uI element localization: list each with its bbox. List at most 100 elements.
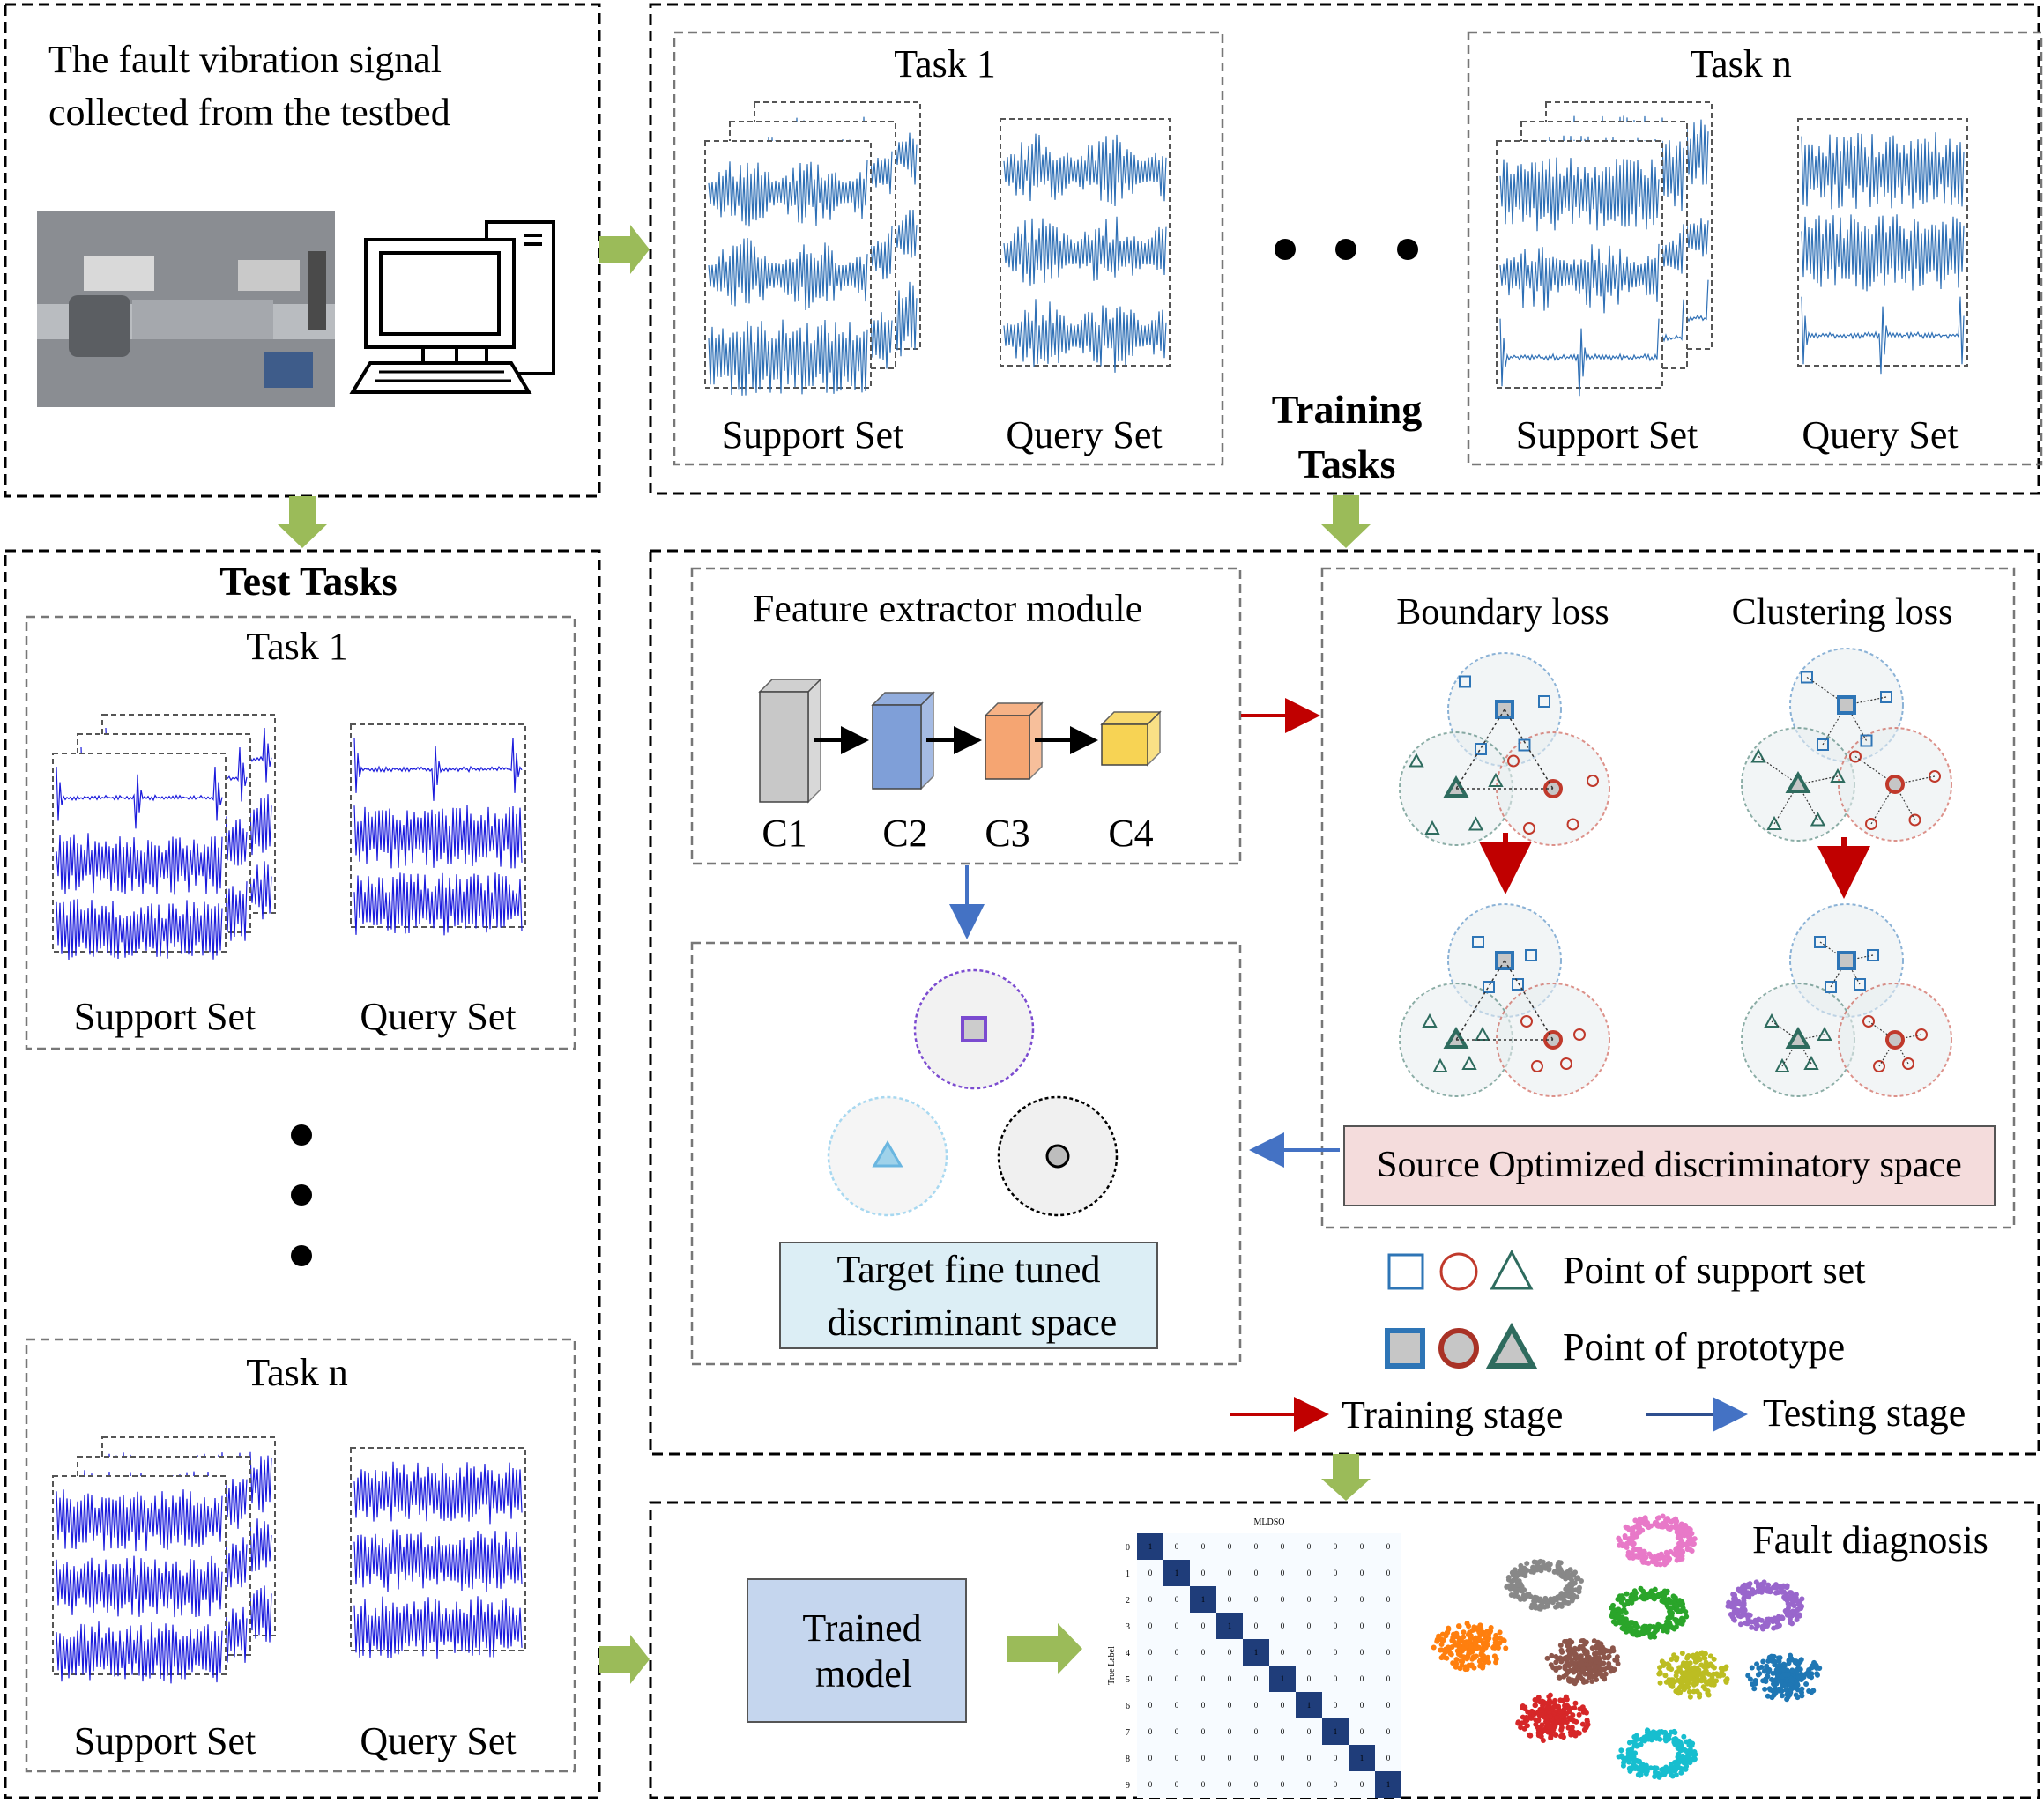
signal-card — [704, 140, 872, 396]
training-tasks-heading-line1: Training — [1272, 387, 1422, 432]
test-task1-box — [25, 615, 576, 1050]
matrix-value: 0 — [1360, 1727, 1364, 1736]
matrix-value: 0 — [1386, 1569, 1391, 1577]
matrix-cell — [1349, 1666, 1375, 1692]
matrix-value: 0 — [1281, 1542, 1285, 1551]
matrix-cell — [1216, 1718, 1243, 1745]
matrix-row-tick: 6 — [1126, 1702, 1130, 1711]
matrix-value: 0 — [1386, 1621, 1391, 1630]
matrix-cell — [1322, 1613, 1349, 1639]
matrix-cell — [1137, 1771, 1163, 1798]
matrix-cell — [1216, 1771, 1243, 1798]
training-signal-sets — [704, 101, 1968, 397]
legend-prototype-square-icon — [1385, 1328, 1425, 1369]
test-task1-query-label: Query Set — [360, 995, 516, 1038]
matrix-cell — [1190, 1613, 1216, 1639]
matrix-value: 0 — [1254, 1674, 1259, 1683]
matrix-cell — [1216, 1560, 1243, 1586]
flow-arrow-down-right — [1321, 495, 1371, 548]
matrix-value: 0 — [1148, 1621, 1153, 1630]
matrix-value: 0 — [1175, 1701, 1179, 1710]
flow-arrows — [278, 225, 1371, 1684]
matrix-value: 0 — [1360, 1569, 1364, 1577]
matrix-cell — [1269, 1745, 1296, 1771]
matrix-value: 1 — [1334, 1727, 1338, 1736]
matrix-value: 0 — [1334, 1674, 1338, 1683]
tsne-cluster — [1725, 1579, 1805, 1632]
matrix-value: 0 — [1175, 1780, 1179, 1789]
matrix-value: 0 — [1281, 1701, 1285, 1710]
matrix-cell — [1269, 1692, 1296, 1718]
desktop-computer-icon — [349, 220, 555, 394]
matrix-value: 0 — [1307, 1780, 1312, 1789]
matrix-cell — [1190, 1771, 1216, 1798]
matrix-cell — [1190, 1560, 1216, 1586]
target-space-label-box — [779, 1242, 1158, 1349]
layer-cube-c1 — [758, 678, 822, 804]
matrix-value: 1 — [1307, 1701, 1312, 1710]
matrix-cell — [1296, 1745, 1322, 1771]
matrix-value: 0 — [1148, 1727, 1153, 1736]
matrix-value: 0 — [1334, 1648, 1338, 1657]
matrix-value: 0 — [1334, 1701, 1338, 1710]
matrix-cell — [1163, 1692, 1190, 1718]
test-tasks-heading: Test Tasks — [219, 559, 398, 604]
vertical-dots-icon — [291, 1124, 312, 1266]
feature-extractor-box — [690, 567, 1242, 865]
train-taskn-support-label: Support Set — [1516, 413, 1698, 456]
matrix-cell — [1243, 1560, 1269, 1586]
matrix-value: 0 — [1201, 1648, 1206, 1657]
test-signal-sets — [52, 714, 526, 1684]
test-taskn-query-label: Query Set — [360, 1719, 516, 1762]
matrix-value: 0 — [1148, 1780, 1153, 1789]
matrix-value: 0 — [1254, 1569, 1259, 1577]
matrix-cell — [1269, 1586, 1296, 1613]
matrix-value: 0 — [1254, 1754, 1259, 1762]
matrix-cell — [1190, 1586, 1216, 1613]
matrix-cell — [1190, 1666, 1216, 1692]
matrix-cell — [1349, 1586, 1375, 1613]
matrix-value: 0 — [1201, 1569, 1206, 1577]
feature-extractor-title: Feature extractor module — [753, 587, 1142, 630]
matrix-value: 0 — [1334, 1595, 1338, 1604]
matrix-cell — [1243, 1666, 1269, 1692]
matrix-value: 0 — [1175, 1595, 1179, 1604]
legend-prototype-label: Point of prototype — [1563, 1325, 1845, 1369]
matrix-cell — [1137, 1639, 1163, 1666]
matrix-value: 0 — [1360, 1701, 1364, 1710]
legend: Point of support set Point of prototype … — [1230, 1249, 1966, 1436]
train-taskn-query-label: Query Set — [1802, 413, 1958, 456]
matrix-cell — [1375, 1718, 1401, 1745]
cluster-group — [1399, 903, 1610, 1097]
train-taskn-title: Task n — [1690, 42, 1791, 85]
matrix-cell — [1269, 1639, 1296, 1666]
matrix-value: 0 — [1175, 1542, 1179, 1551]
matrix-cell — [1349, 1771, 1375, 1798]
matrix-value: 0 — [1281, 1621, 1285, 1630]
layer-cube-c3 — [984, 701, 1044, 781]
matrix-value: 0 — [1386, 1595, 1391, 1604]
matrix-cell — [1322, 1560, 1349, 1586]
matrix-cell — [1163, 1613, 1190, 1639]
matrix-cell — [1216, 1745, 1243, 1771]
matrix-value: 0 — [1201, 1621, 1206, 1630]
matrix-cell — [1243, 1533, 1269, 1560]
cluster-group — [1741, 903, 1952, 1097]
matrix-row-tick: 3 — [1126, 1622, 1130, 1632]
matrix-cell — [1269, 1771, 1296, 1798]
matrix-cell — [1163, 1745, 1190, 1771]
matrix-value: 0 — [1201, 1727, 1206, 1736]
matrix-value: 0 — [1148, 1595, 1153, 1604]
matrix-cell — [1375, 1560, 1401, 1586]
legend-support-square-icon — [1387, 1253, 1424, 1290]
matrix-cell — [1216, 1586, 1243, 1613]
matrix-cell — [1375, 1666, 1401, 1692]
flow-arrow-right-top — [599, 225, 650, 274]
signal-card — [52, 753, 227, 961]
matrix-value: 0 — [1201, 1780, 1206, 1789]
matrix-cell — [1216, 1666, 1243, 1692]
matrix-value: 0 — [1281, 1727, 1285, 1736]
matrix-row-tick: 7 — [1126, 1728, 1130, 1738]
matrix-cell — [1163, 1771, 1190, 1798]
